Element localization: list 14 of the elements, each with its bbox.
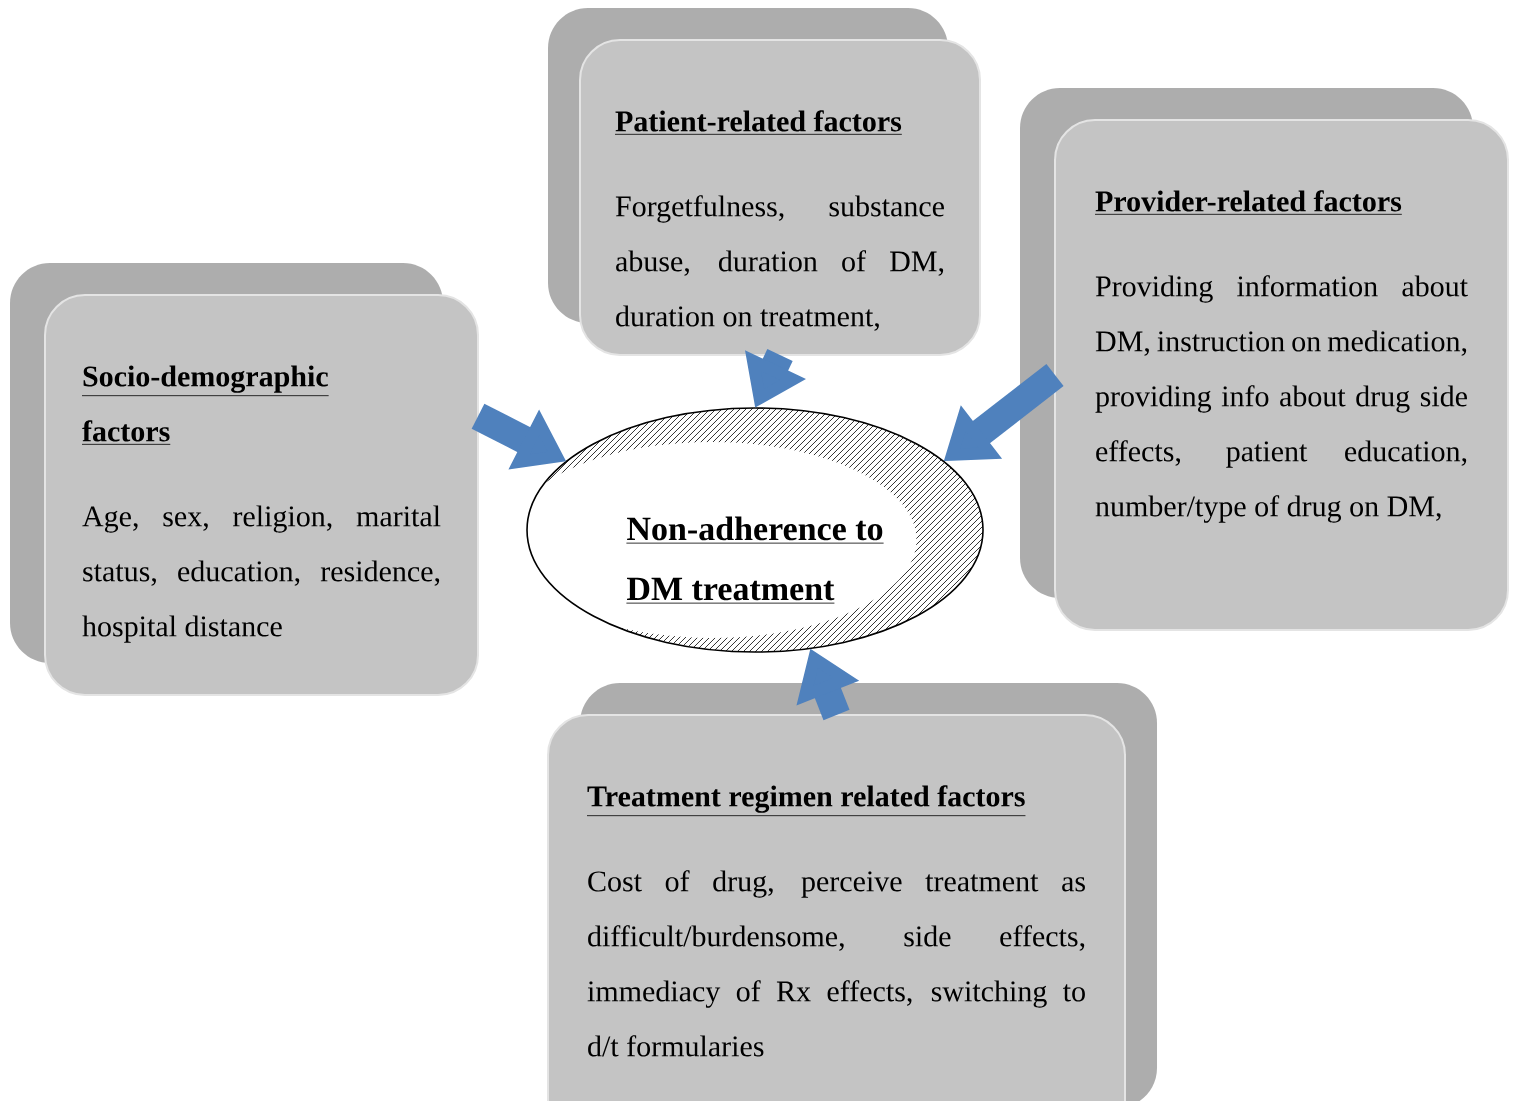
- factor-box: [10, 263, 479, 696]
- heading: Socio-demographic factors: [81, 365, 330, 442]
- body-text: Cost of drug, perceive treatment as difficult/burdensome, side effects, immediacy of Rx effects, switching to d/t formularies: [587, 870, 1085, 1057]
- heading: Treatment regimen related factors: [587, 785, 1025, 813]
- heading: Non-adherence to DM treatment: [626, 516, 884, 601]
- body-text: Age, sex, religion, marital status, education, residence, hospital distance: [82, 505, 441, 643]
- factor-box: [547, 683, 1157, 1101]
- heading: Provider-related factors: [1095, 190, 1402, 212]
- body-text: Providing information about DM, instruction on medication, providing info about drug side effects, patient education, number/type of drug on DM,: [1095, 275, 1468, 523]
- body-text: Forgetfulness, substance abuse, duration of DM, duration on treatment,: [615, 195, 944, 331]
- heading: Patient-related factors: [615, 110, 902, 132]
- hatched-ellipse: [526, 407, 984, 653]
- factor-box: [548, 8, 981, 356]
- factor-box: [1020, 88, 1509, 631]
